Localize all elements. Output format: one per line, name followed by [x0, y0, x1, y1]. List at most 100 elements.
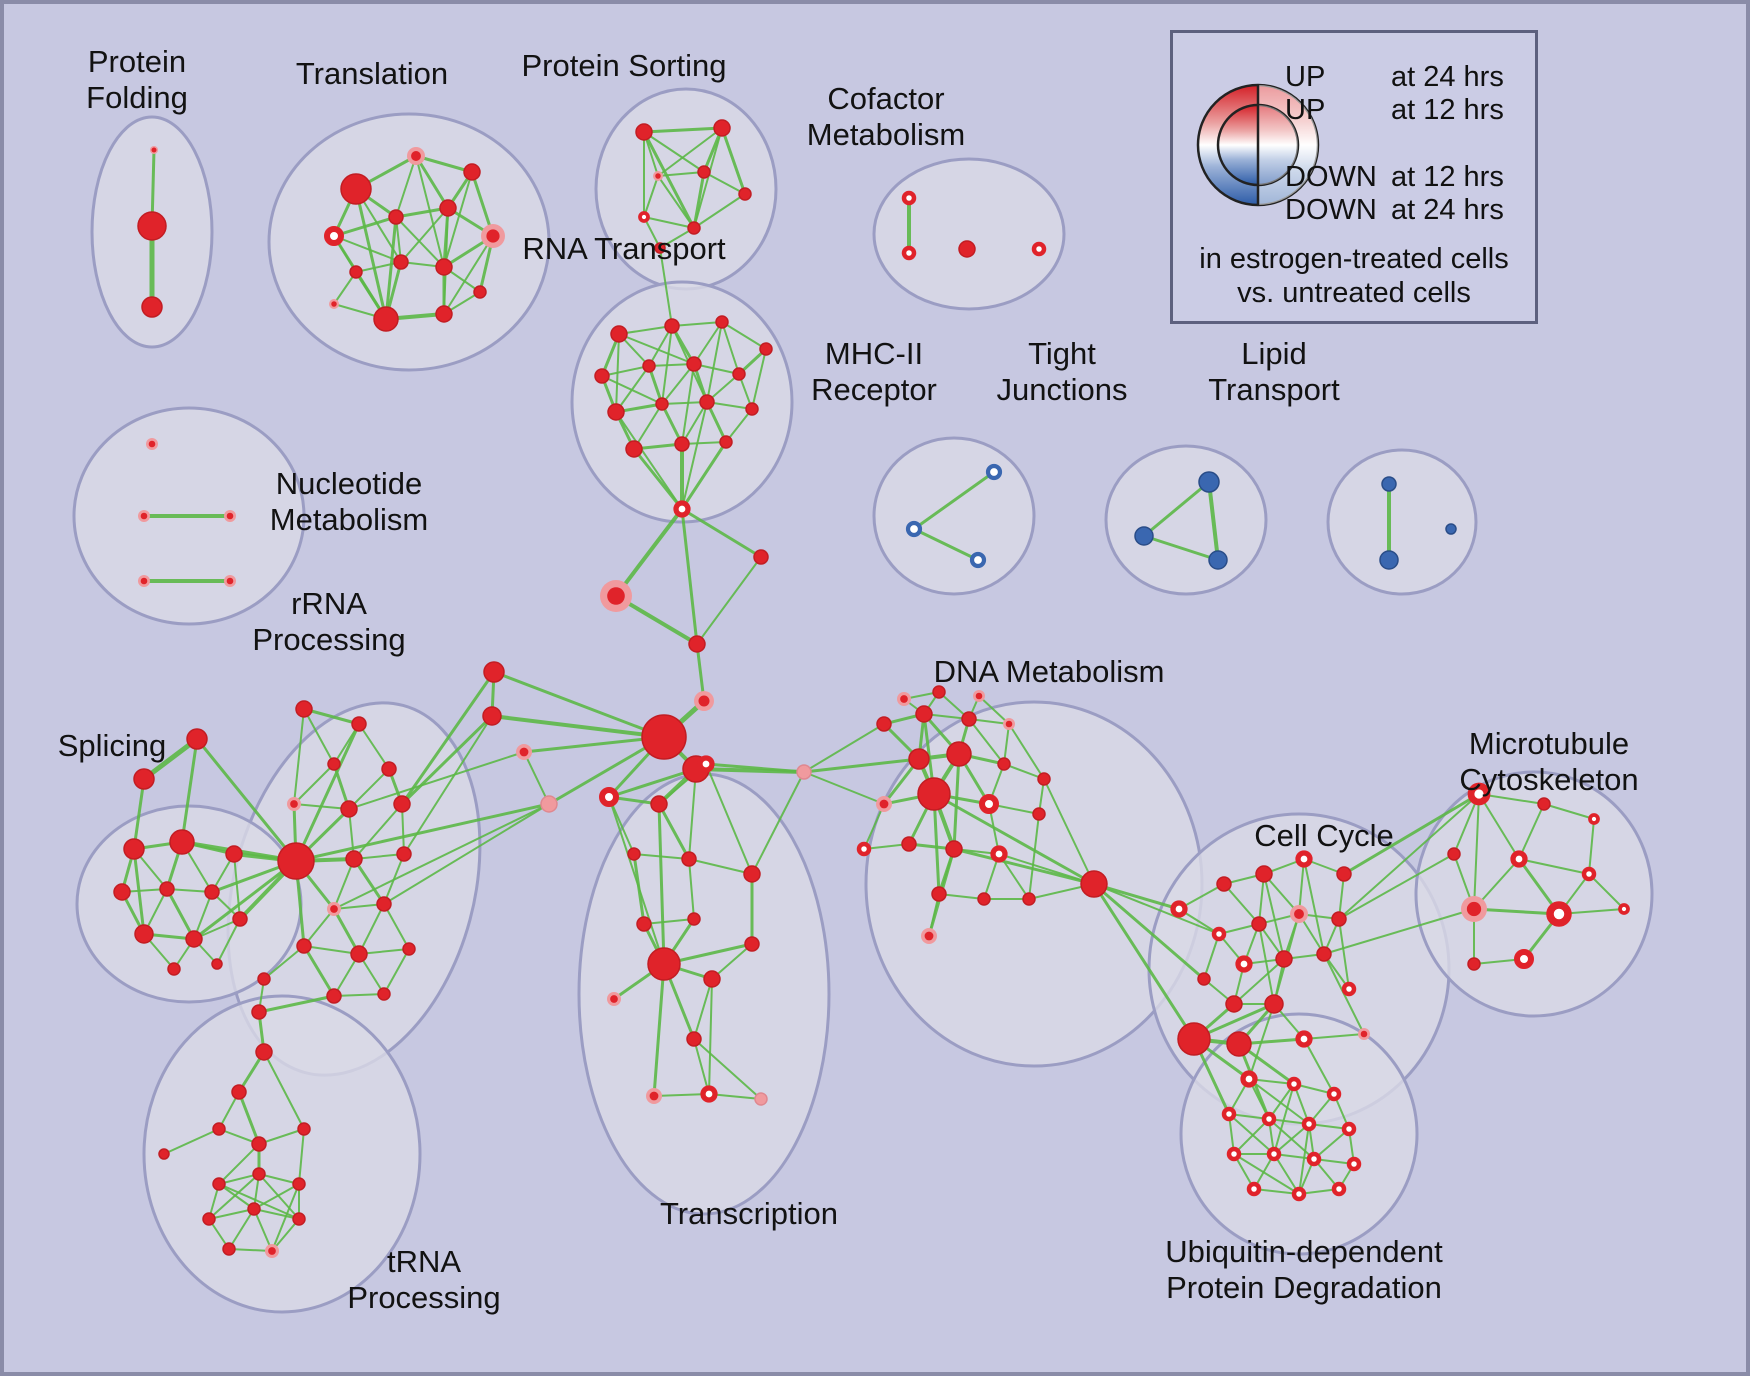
- network-node-181[interactable]: [1581, 866, 1597, 882]
- network-node-14[interactable]: [373, 306, 399, 332]
- network-node-100[interactable]: [251, 1004, 267, 1020]
- network-node-16[interactable]: [473, 285, 487, 299]
- network-node-155[interactable]: [1080, 870, 1108, 898]
- network-node-142[interactable]: [1037, 772, 1051, 786]
- network-node-112[interactable]: [222, 1242, 236, 1256]
- network-node-164[interactable]: [1331, 911, 1347, 927]
- network-node-141[interactable]: [997, 757, 1011, 771]
- network-node-147[interactable]: [856, 841, 872, 857]
- network-node-187[interactable]: [1240, 1070, 1258, 1088]
- network-node-53[interactable]: [224, 510, 236, 522]
- network-node-41[interactable]: [625, 440, 643, 458]
- network-node-31[interactable]: [715, 315, 729, 329]
- network-node-95[interactable]: [257, 972, 271, 986]
- network-node-85[interactable]: [277, 842, 315, 880]
- network-node-75[interactable]: [232, 911, 248, 927]
- network-node-79[interactable]: [351, 716, 367, 732]
- network-node-135[interactable]: [876, 716, 892, 732]
- network-node-149[interactable]: [945, 840, 963, 858]
- network-node-43[interactable]: [719, 435, 733, 449]
- network-node-93[interactable]: [326, 988, 342, 1004]
- network-node-68[interactable]: [169, 829, 195, 855]
- network-node-15[interactable]: [435, 305, 453, 323]
- network-node-102[interactable]: [231, 1084, 247, 1100]
- network-node-89[interactable]: [376, 896, 392, 912]
- network-node-86[interactable]: [345, 850, 363, 868]
- network-node-24[interactable]: [654, 242, 666, 254]
- network-node-42[interactable]: [674, 436, 690, 452]
- network-node-186[interactable]: [1467, 957, 1481, 971]
- network-node-103[interactable]: [212, 1122, 226, 1136]
- network-node-124[interactable]: [744, 936, 760, 952]
- network-node-77[interactable]: [211, 958, 223, 970]
- network-node-174[interactable]: [1341, 981, 1357, 997]
- network-node-83[interactable]: [340, 800, 358, 818]
- network-node-167[interactable]: [1316, 946, 1332, 962]
- network-node-156[interactable]: [1170, 900, 1188, 918]
- network-node-188[interactable]: [1286, 1076, 1302, 1092]
- network-node-99[interactable]: [540, 795, 558, 813]
- network-node-131[interactable]: [796, 764, 812, 780]
- network-node-178[interactable]: [1588, 813, 1600, 825]
- network-node-122[interactable]: [647, 947, 681, 981]
- network-node-10[interactable]: [349, 265, 363, 279]
- network-node-160[interactable]: [1336, 866, 1352, 882]
- network-node-82[interactable]: [287, 797, 301, 811]
- network-node-46[interactable]: [600, 580, 632, 612]
- network-node-88[interactable]: [327, 902, 341, 916]
- network-node-199[interactable]: [1291, 1186, 1307, 1202]
- network-node-33[interactable]: [594, 368, 610, 384]
- network-node-166[interactable]: [1275, 950, 1293, 968]
- network-node-184[interactable]: [1618, 903, 1630, 915]
- network-node-185[interactable]: [1514, 949, 1534, 969]
- network-node-35[interactable]: [686, 356, 702, 372]
- network-node-40[interactable]: [745, 402, 759, 416]
- network-node-5[interactable]: [463, 163, 481, 181]
- network-node-27[interactable]: [958, 240, 976, 258]
- network-node-29[interactable]: [610, 325, 628, 343]
- network-node-70[interactable]: [113, 883, 131, 901]
- network-node-104[interactable]: [251, 1136, 267, 1152]
- network-node-121[interactable]: [687, 912, 701, 926]
- network-node-173[interactable]: [1295, 1030, 1313, 1048]
- network-node-158[interactable]: [1255, 865, 1273, 883]
- network-node-148[interactable]: [901, 836, 917, 852]
- network-node-180[interactable]: [1510, 850, 1528, 868]
- network-node-123[interactable]: [703, 970, 721, 988]
- network-node-58[interactable]: [969, 551, 987, 569]
- network-node-9[interactable]: [481, 224, 505, 248]
- network-node-0[interactable]: [150, 146, 158, 154]
- network-node-80[interactable]: [327, 757, 341, 771]
- network-node-84[interactable]: [393, 795, 411, 813]
- network-node-169[interactable]: [1225, 995, 1243, 1013]
- network-node-130[interactable]: [754, 1092, 768, 1106]
- network-node-196[interactable]: [1306, 1151, 1322, 1167]
- network-node-90[interactable]: [296, 938, 312, 954]
- network-node-151[interactable]: [931, 886, 947, 902]
- network-node-73[interactable]: [134, 924, 154, 944]
- network-node-55[interactable]: [224, 575, 236, 587]
- network-node-195[interactable]: [1266, 1146, 1282, 1162]
- network-node-21[interactable]: [738, 187, 752, 201]
- network-node-96[interactable]: [483, 661, 505, 683]
- network-node-69[interactable]: [225, 845, 243, 863]
- network-node-126[interactable]: [686, 1031, 702, 1047]
- network-node-194[interactable]: [1226, 1146, 1242, 1162]
- network-node-47[interactable]: [688, 635, 706, 653]
- network-node-11[interactable]: [393, 254, 409, 270]
- network-node-132[interactable]: [897, 692, 911, 706]
- network-node-87[interactable]: [396, 846, 412, 862]
- network-node-32[interactable]: [759, 342, 773, 356]
- network-node-2[interactable]: [141, 296, 163, 318]
- network-node-36[interactable]: [732, 367, 746, 381]
- network-node-157[interactable]: [1216, 876, 1232, 892]
- network-node-57[interactable]: [905, 520, 923, 538]
- network-node-110[interactable]: [247, 1202, 261, 1216]
- network-node-107[interactable]: [252, 1167, 266, 1181]
- network-node-193[interactable]: [1341, 1121, 1357, 1137]
- network-node-144[interactable]: [917, 777, 951, 811]
- network-node-28[interactable]: [1031, 241, 1047, 257]
- network-node-20[interactable]: [697, 165, 711, 179]
- network-node-200[interactable]: [1331, 1181, 1347, 1197]
- network-node-60[interactable]: [1134, 526, 1154, 546]
